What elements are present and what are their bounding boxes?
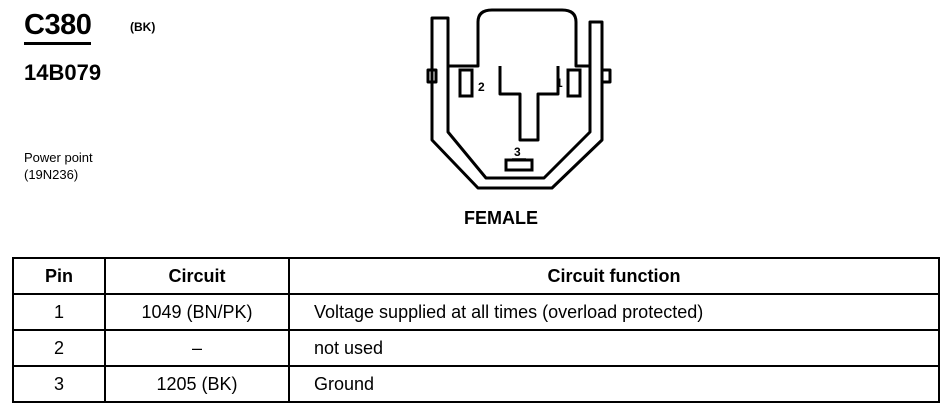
connector-inner-cavity <box>446 66 592 180</box>
pin-cell: 2 <box>12 329 106 367</box>
pin-cell: 1 <box>12 293 106 331</box>
circuit-cell: – <box>104 329 290 367</box>
table-row: 3 1205 (BK) Ground <box>12 365 940 403</box>
left-latch <box>426 68 438 84</box>
connector-key-slot <box>498 66 560 142</box>
right-latch <box>600 68 612 84</box>
function-cell: Ground <box>288 365 940 403</box>
component-name: Power point <box>24 150 93 165</box>
table-row: 2 – not used <box>12 329 940 367</box>
function-cell: not used <box>288 329 940 367</box>
column-header-circuit-function: Circuit function <box>288 257 940 295</box>
view-label: FEMALE <box>464 208 538 228</box>
pin-1-cavity <box>566 68 582 98</box>
connector-color: (BK) <box>130 20 156 34</box>
column-header-pin: Pin <box>12 257 106 295</box>
connector-id: C380 <box>24 8 92 45</box>
connector-housing-outline <box>430 8 604 190</box>
pin-3-label: 3 <box>514 145 521 159</box>
column-header-circuit: Circuit <box>104 257 290 295</box>
pin-cell: 3 <box>12 365 106 403</box>
part-number: 14B079 <box>24 60 102 85</box>
circuit-cell: 1205 (BK) <box>104 365 290 403</box>
table-header-row: Pin Circuit Circuit function <box>12 257 940 295</box>
pin-2-label: 2 <box>478 80 485 94</box>
pin-table: Pin Circuit Circuit function 1 1049 (BN/… <box>12 257 940 403</box>
pin-3-cavity <box>504 158 534 172</box>
component-code: (19N236) <box>24 167 79 182</box>
pin-1-label: 1 <box>556 76 563 90</box>
component-description: Power point (19N236) <box>24 149 93 183</box>
circuit-cell: 1049 (BN/PK) <box>104 293 290 331</box>
function-cell: Voltage supplied at all times (overload … <box>288 293 940 331</box>
table-row: 1 1049 (BN/PK) Voltage supplied at all t… <box>12 293 940 331</box>
pin-2-cavity <box>458 68 474 98</box>
